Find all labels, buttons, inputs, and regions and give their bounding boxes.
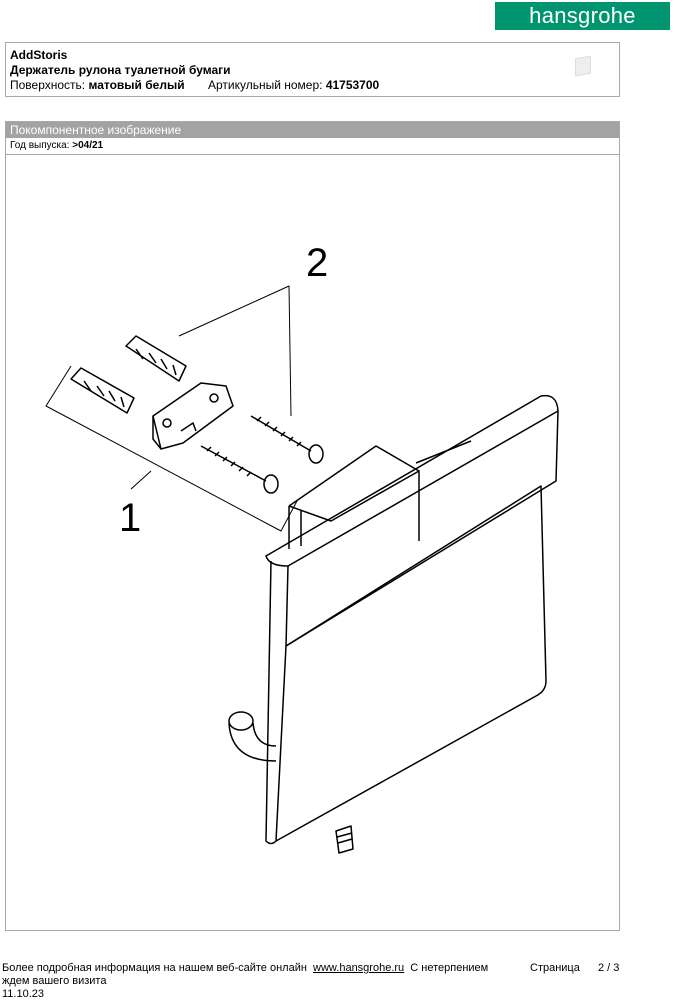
page-number: 2 / 3 <box>598 962 620 974</box>
roll-spindle <box>228 711 277 762</box>
footer-text: Более подробная информация на нашем веб-… <box>2 962 307 974</box>
product-thumbnail <box>575 55 591 77</box>
exploded-view-drawing: 2 1 <box>45 241 559 854</box>
holder-body <box>288 440 472 549</box>
release-year: Год выпуска: >04/21 <box>6 138 619 155</box>
callout-2: 2 <box>306 241 328 285</box>
set-screw <box>335 825 354 854</box>
surface-value: матовый белый <box>88 78 185 92</box>
callout-1: 1 <box>119 496 141 540</box>
exploded-view-section: Покомпонентное изображение Год выпуска: … <box>5 121 620 931</box>
page-label: Страница <box>530 962 580 974</box>
year-value: >04/21 <box>72 140 104 151</box>
section-title: Покомпонентное изображение <box>6 122 619 138</box>
year-label: Год выпуска: <box>10 140 70 151</box>
article-value: 41753700 <box>325 78 380 92</box>
product-name: AddStoris <box>10 48 68 62</box>
holder-lid <box>265 394 559 845</box>
wall-anchor-top <box>125 335 187 382</box>
footer-date: 11.10.23 <box>2 988 45 1000</box>
screw-bottom <box>200 445 279 494</box>
product-info-box: AddStoris Держатель рулона туалетной бум… <box>5 42 620 97</box>
website-link[interactable]: www.hansgrohe.ru <box>313 962 405 974</box>
wall-bracket <box>152 382 234 450</box>
wall-anchor-bottom <box>70 367 135 414</box>
leader-lines <box>45 285 298 532</box>
footer: Более подробная информация на нашем веб-… <box>2 962 517 1001</box>
hansgrohe-logo: hansgrohe <box>495 2 670 30</box>
article-label: Артикульный номер: <box>207 78 323 92</box>
surface-label: Поверхность: <box>10 78 86 92</box>
screw-top <box>250 415 324 464</box>
product-description: Держатель рулона туалетной бумаги <box>10 63 231 77</box>
footer-text-2: С нетерпением ждем вашего визита <box>2 962 489 987</box>
